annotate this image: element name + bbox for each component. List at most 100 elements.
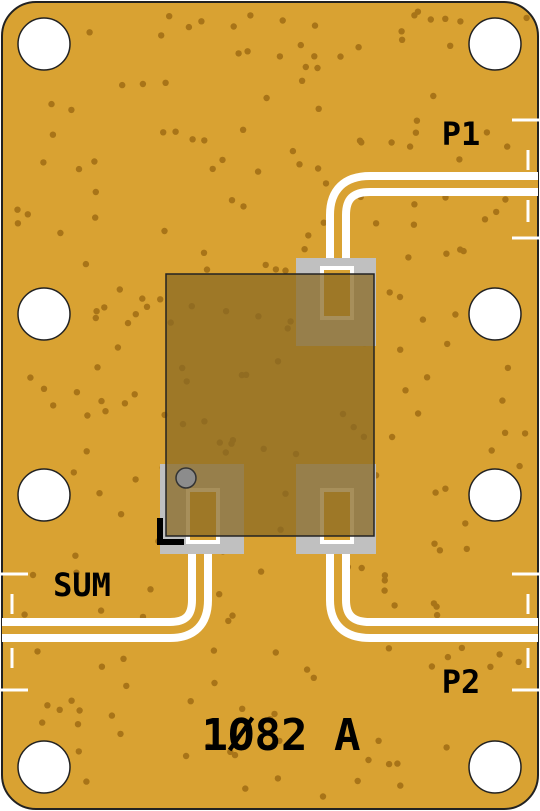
via-dot bbox=[231, 751, 239, 759]
via-dot bbox=[83, 448, 90, 455]
via-dot bbox=[414, 410, 422, 417]
via-dot bbox=[239, 705, 246, 712]
via-dot bbox=[262, 261, 269, 269]
via-dot bbox=[161, 227, 168, 235]
via-dot bbox=[488, 447, 495, 454]
via-dot bbox=[428, 663, 436, 670]
via-dot bbox=[14, 220, 22, 227]
via-dot bbox=[388, 433, 396, 441]
via-dot bbox=[123, 682, 130, 690]
via-dot bbox=[397, 346, 404, 353]
via-dot bbox=[29, 571, 37, 579]
via-dot bbox=[487, 663, 494, 670]
via-dot bbox=[442, 15, 449, 22]
hole-top-left-icon bbox=[17, 17, 71, 71]
via-dot bbox=[385, 760, 393, 768]
via-dot bbox=[523, 14, 530, 22]
hole-mid-left-icon bbox=[17, 287, 71, 341]
via-dot bbox=[432, 489, 439, 496]
pin1-dot-icon bbox=[175, 467, 197, 489]
via-dot bbox=[117, 730, 124, 738]
via-dot bbox=[427, 16, 434, 23]
via-dot bbox=[502, 196, 509, 203]
via-dot bbox=[411, 12, 418, 19]
via-dot bbox=[272, 649, 279, 656]
via-dot bbox=[102, 408, 109, 415]
via-dot bbox=[40, 385, 48, 392]
via-dot bbox=[456, 156, 463, 163]
via-dot bbox=[385, 645, 393, 652]
via-dot bbox=[187, 698, 194, 705]
via-dot bbox=[39, 719, 46, 726]
via-dot bbox=[219, 156, 226, 164]
hole-lower-right-icon bbox=[468, 468, 522, 522]
via-dot bbox=[203, 266, 211, 273]
via-dot bbox=[358, 139, 365, 146]
mounting-holes bbox=[17, 17, 522, 794]
via-dot bbox=[210, 647, 218, 654]
via-dot bbox=[413, 117, 421, 124]
via-dot bbox=[98, 663, 106, 670]
via-dot bbox=[351, 740, 359, 747]
via-dot bbox=[98, 397, 105, 405]
via-dot bbox=[337, 53, 344, 60]
via-dot bbox=[298, 77, 306, 85]
via-dot bbox=[75, 165, 83, 173]
via-dot bbox=[423, 374, 431, 381]
via-dot bbox=[120, 655, 127, 662]
via-dot bbox=[483, 129, 491, 136]
hole-bottom-right-icon bbox=[468, 740, 522, 794]
via-dot bbox=[355, 44, 362, 51]
via-dot bbox=[216, 591, 223, 598]
via-dot bbox=[244, 48, 251, 55]
via-dot bbox=[228, 197, 236, 204]
via-dot bbox=[381, 587, 388, 594]
via-dot bbox=[21, 611, 28, 618]
via-dot bbox=[143, 303, 151, 310]
via-dot bbox=[157, 296, 164, 303]
via-dot bbox=[436, 547, 444, 554]
via-dot bbox=[457, 18, 464, 25]
via-dot bbox=[444, 653, 452, 661]
via-dot bbox=[501, 429, 509, 436]
via-dot bbox=[240, 203, 247, 210]
via-dot bbox=[431, 540, 438, 547]
via-dot bbox=[40, 159, 47, 166]
via-dot bbox=[132, 311, 139, 318]
via-dot bbox=[101, 304, 108, 311]
via-dot bbox=[205, 743, 212, 750]
via-dot bbox=[227, 748, 234, 756]
via-dot bbox=[117, 511, 125, 518]
via-dot bbox=[84, 412, 91, 419]
via-dot bbox=[272, 266, 280, 273]
via-dot bbox=[235, 50, 242, 57]
via-dot bbox=[405, 254, 412, 261]
via-dot bbox=[314, 165, 322, 172]
via-dot bbox=[211, 679, 218, 687]
via-dot bbox=[229, 612, 236, 619]
via-dot bbox=[34, 648, 41, 655]
via-dot bbox=[276, 737, 283, 745]
via-dot bbox=[289, 147, 297, 155]
via-dot bbox=[388, 139, 395, 146]
via-dot bbox=[68, 697, 75, 704]
port-label-p1: P1 bbox=[442, 115, 481, 153]
via-dot bbox=[50, 402, 57, 409]
via-dot bbox=[189, 136, 196, 143]
via-dot bbox=[160, 129, 167, 136]
via-dot bbox=[375, 737, 382, 744]
port-label-sum: SUM bbox=[53, 566, 111, 604]
via-dot bbox=[311, 53, 318, 60]
via-dot bbox=[365, 756, 372, 764]
via-dot bbox=[56, 706, 63, 713]
via-dot bbox=[131, 391, 138, 398]
via-dot bbox=[97, 607, 105, 614]
via-dot bbox=[263, 94, 270, 102]
via-dot bbox=[354, 777, 361, 785]
via-dot bbox=[442, 485, 449, 492]
via-dot bbox=[402, 387, 409, 394]
via-dot bbox=[397, 782, 404, 789]
via-dot bbox=[70, 469, 78, 476]
via-dot bbox=[91, 158, 98, 165]
